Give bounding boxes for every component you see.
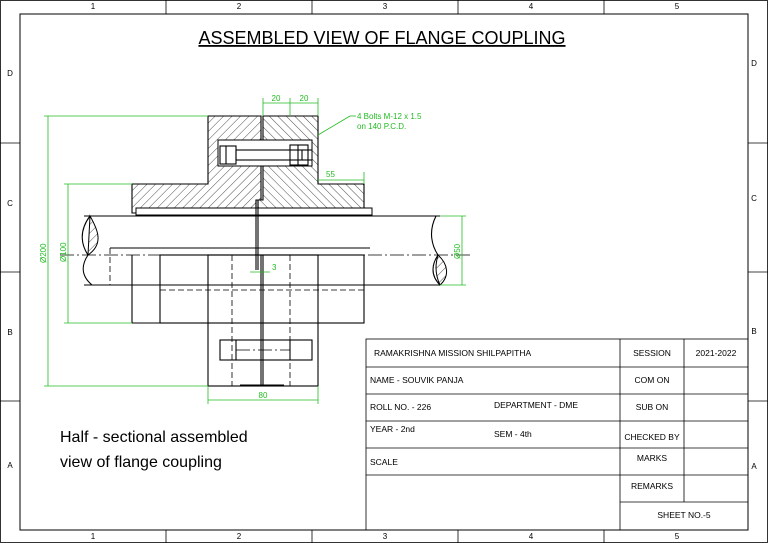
zone-col-bottom-5: 5 bbox=[675, 532, 680, 541]
zone-col-top-4: 4 bbox=[529, 2, 534, 11]
zone-col-bottom-2: 2 bbox=[237, 532, 242, 541]
dimensions: 20 20 4 Bolts M-12 x 1.5 on 140 P.C.D. 5… bbox=[39, 94, 466, 404]
tb-semester: SEM - 4th bbox=[494, 429, 532, 439]
zone-col-top-3: 3 bbox=[383, 2, 388, 11]
zone-col-top-2: 2 bbox=[237, 2, 242, 11]
tb-roll: ROLL NO. - 226 bbox=[370, 402, 431, 412]
caption-line-2: view of flange coupling bbox=[60, 454, 222, 471]
tb-department: DEPARTMENT - DME bbox=[494, 400, 578, 410]
tb-scale: SCALE bbox=[370, 457, 398, 467]
tb-sub-on: SUB ON bbox=[636, 402, 669, 412]
caption-line-1: Half - sectional assembled bbox=[60, 429, 248, 446]
key bbox=[135, 207, 373, 216]
zone-row-right-d: D bbox=[751, 59, 757, 68]
dim-hub-length: 55 bbox=[326, 170, 335, 179]
zone-row-right-a: A bbox=[751, 462, 757, 471]
tb-marks: MARKS bbox=[637, 453, 668, 463]
tb-session-label: SESSION bbox=[633, 348, 671, 358]
zone-row-left-b: B bbox=[7, 328, 12, 337]
zone-col-bottom-4: 4 bbox=[529, 532, 534, 541]
lower-half bbox=[131, 254, 365, 387]
zone-row-right-b: B bbox=[751, 327, 756, 336]
tb-sheet-no: SHEET NO.-5 bbox=[657, 510, 710, 520]
dim-overall-width: 80 bbox=[259, 391, 268, 400]
dim-outer-dia: Ø200 bbox=[39, 243, 48, 263]
dim-hub-dia: Ø100 bbox=[59, 242, 68, 262]
dim-width-a: 20 bbox=[272, 94, 281, 103]
tb-com-on: COM ON bbox=[635, 375, 670, 385]
shaft bbox=[81, 214, 447, 286]
zone-row-left-c: C bbox=[7, 199, 13, 208]
coupling-drawing bbox=[60, 115, 470, 387]
zone-row-left-d: D bbox=[7, 69, 13, 78]
dim-width-b: 20 bbox=[300, 94, 309, 103]
tb-year: YEAR - 2nd bbox=[370, 424, 415, 434]
tb-remarks: REMARKS bbox=[631, 481, 673, 491]
tb-session-value: 2021-2022 bbox=[696, 348, 737, 358]
dim-bolts-note-2: on 140 P.C.D. bbox=[357, 122, 406, 131]
zone-col-bottom-3: 3 bbox=[383, 532, 388, 541]
zone-col-top-5: 5 bbox=[675, 2, 680, 11]
tb-name: NAME - SOUVIK PANJA bbox=[370, 375, 464, 385]
tb-institution: RAMAKRISHNA MISSION SHILPAPITHA bbox=[374, 348, 531, 358]
tb-checked-by: CHECKED BY bbox=[624, 432, 680, 442]
dim-bolts-note-1: 4 Bolts M-12 x 1.5 bbox=[357, 112, 422, 121]
zone-col-top-1: 1 bbox=[91, 2, 96, 11]
zone-row-right-c: C bbox=[751, 194, 757, 203]
bolt-hole bbox=[217, 139, 313, 167]
bolt-upper bbox=[219, 144, 312, 166]
dim-spigot: 3 bbox=[272, 263, 277, 272]
dim-shaft-dia: Ø50 bbox=[453, 243, 462, 259]
zone-col-bottom-1: 1 bbox=[91, 532, 96, 541]
drawing-title: ASSEMBLED VIEW OF FLANGE COUPLING bbox=[198, 28, 565, 48]
zone-row-left-a: A bbox=[7, 461, 13, 470]
title-block bbox=[365, 338, 749, 531]
